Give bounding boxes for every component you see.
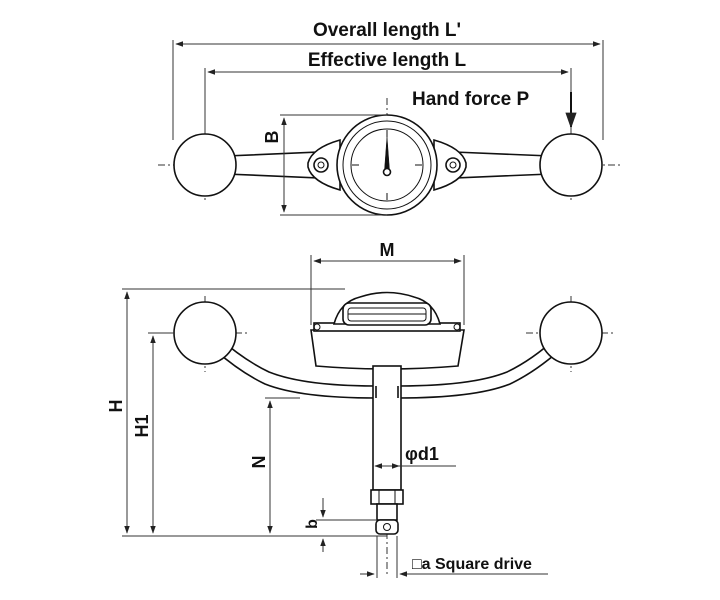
right-knob-top [539,133,603,197]
top-view [158,40,620,218]
n-label: N [249,456,269,469]
b-label: B [262,131,282,144]
hand-force-label: Hand force P [412,89,530,110]
effective-length-label: Effective length L [308,50,467,71]
d1-label: φd1 [405,444,439,464]
small-b-label: b [304,519,321,529]
left-knob-top [173,133,237,197]
h-label: H [106,400,126,413]
m-label: M [380,240,395,260]
drive-collar [370,489,404,505]
drive-shaft [372,365,402,491]
side-view [122,255,616,578]
wrench-body [310,329,465,370]
square-drive-label: □a Square drive [412,556,532,573]
square-drive [376,503,398,521]
right-knob-side [539,301,603,365]
h1-label: H1 [132,414,152,437]
left-knob-side [173,301,237,365]
dial-face [350,128,424,202]
dial-ticks [352,130,422,200]
overall-length-label: Overall length L' [313,20,461,41]
